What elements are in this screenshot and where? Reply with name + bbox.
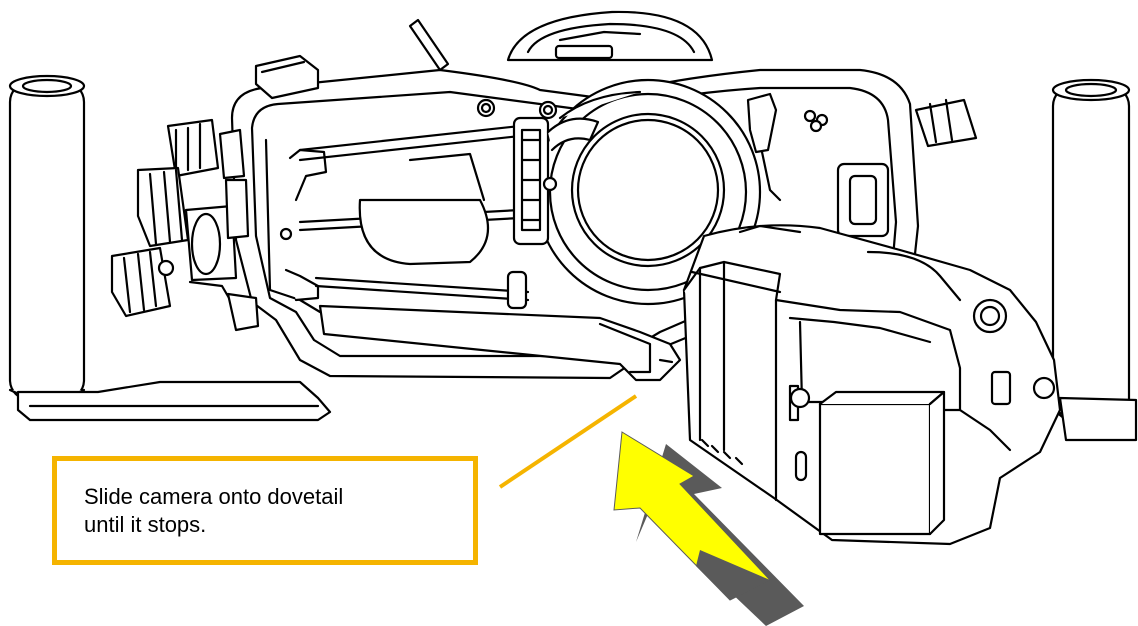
left-knobs-icon	[110, 118, 260, 332]
port-dome-icon	[506, 10, 714, 62]
left-handle-icon	[8, 74, 86, 402]
base-tray-icon	[16, 380, 1138, 442]
direction-arrow-icon	[613, 431, 804, 626]
camera-body-icon	[682, 224, 1062, 546]
instruction-callout: Slide camera onto dovetail until it stop…	[52, 456, 478, 565]
valve-rod-icon	[408, 18, 450, 72]
internal-rods-icon	[279, 124, 530, 310]
top-controls-icon	[254, 54, 829, 202]
instruction-text: Slide camera onto dovetail until it stop…	[84, 484, 344, 537]
dovetail-plate-icon	[318, 304, 682, 382]
callout-leader-line	[498, 394, 638, 489]
right-controls-icon	[836, 98, 978, 238]
latch-icon	[512, 100, 600, 246]
right-handle-icon	[1051, 78, 1131, 422]
